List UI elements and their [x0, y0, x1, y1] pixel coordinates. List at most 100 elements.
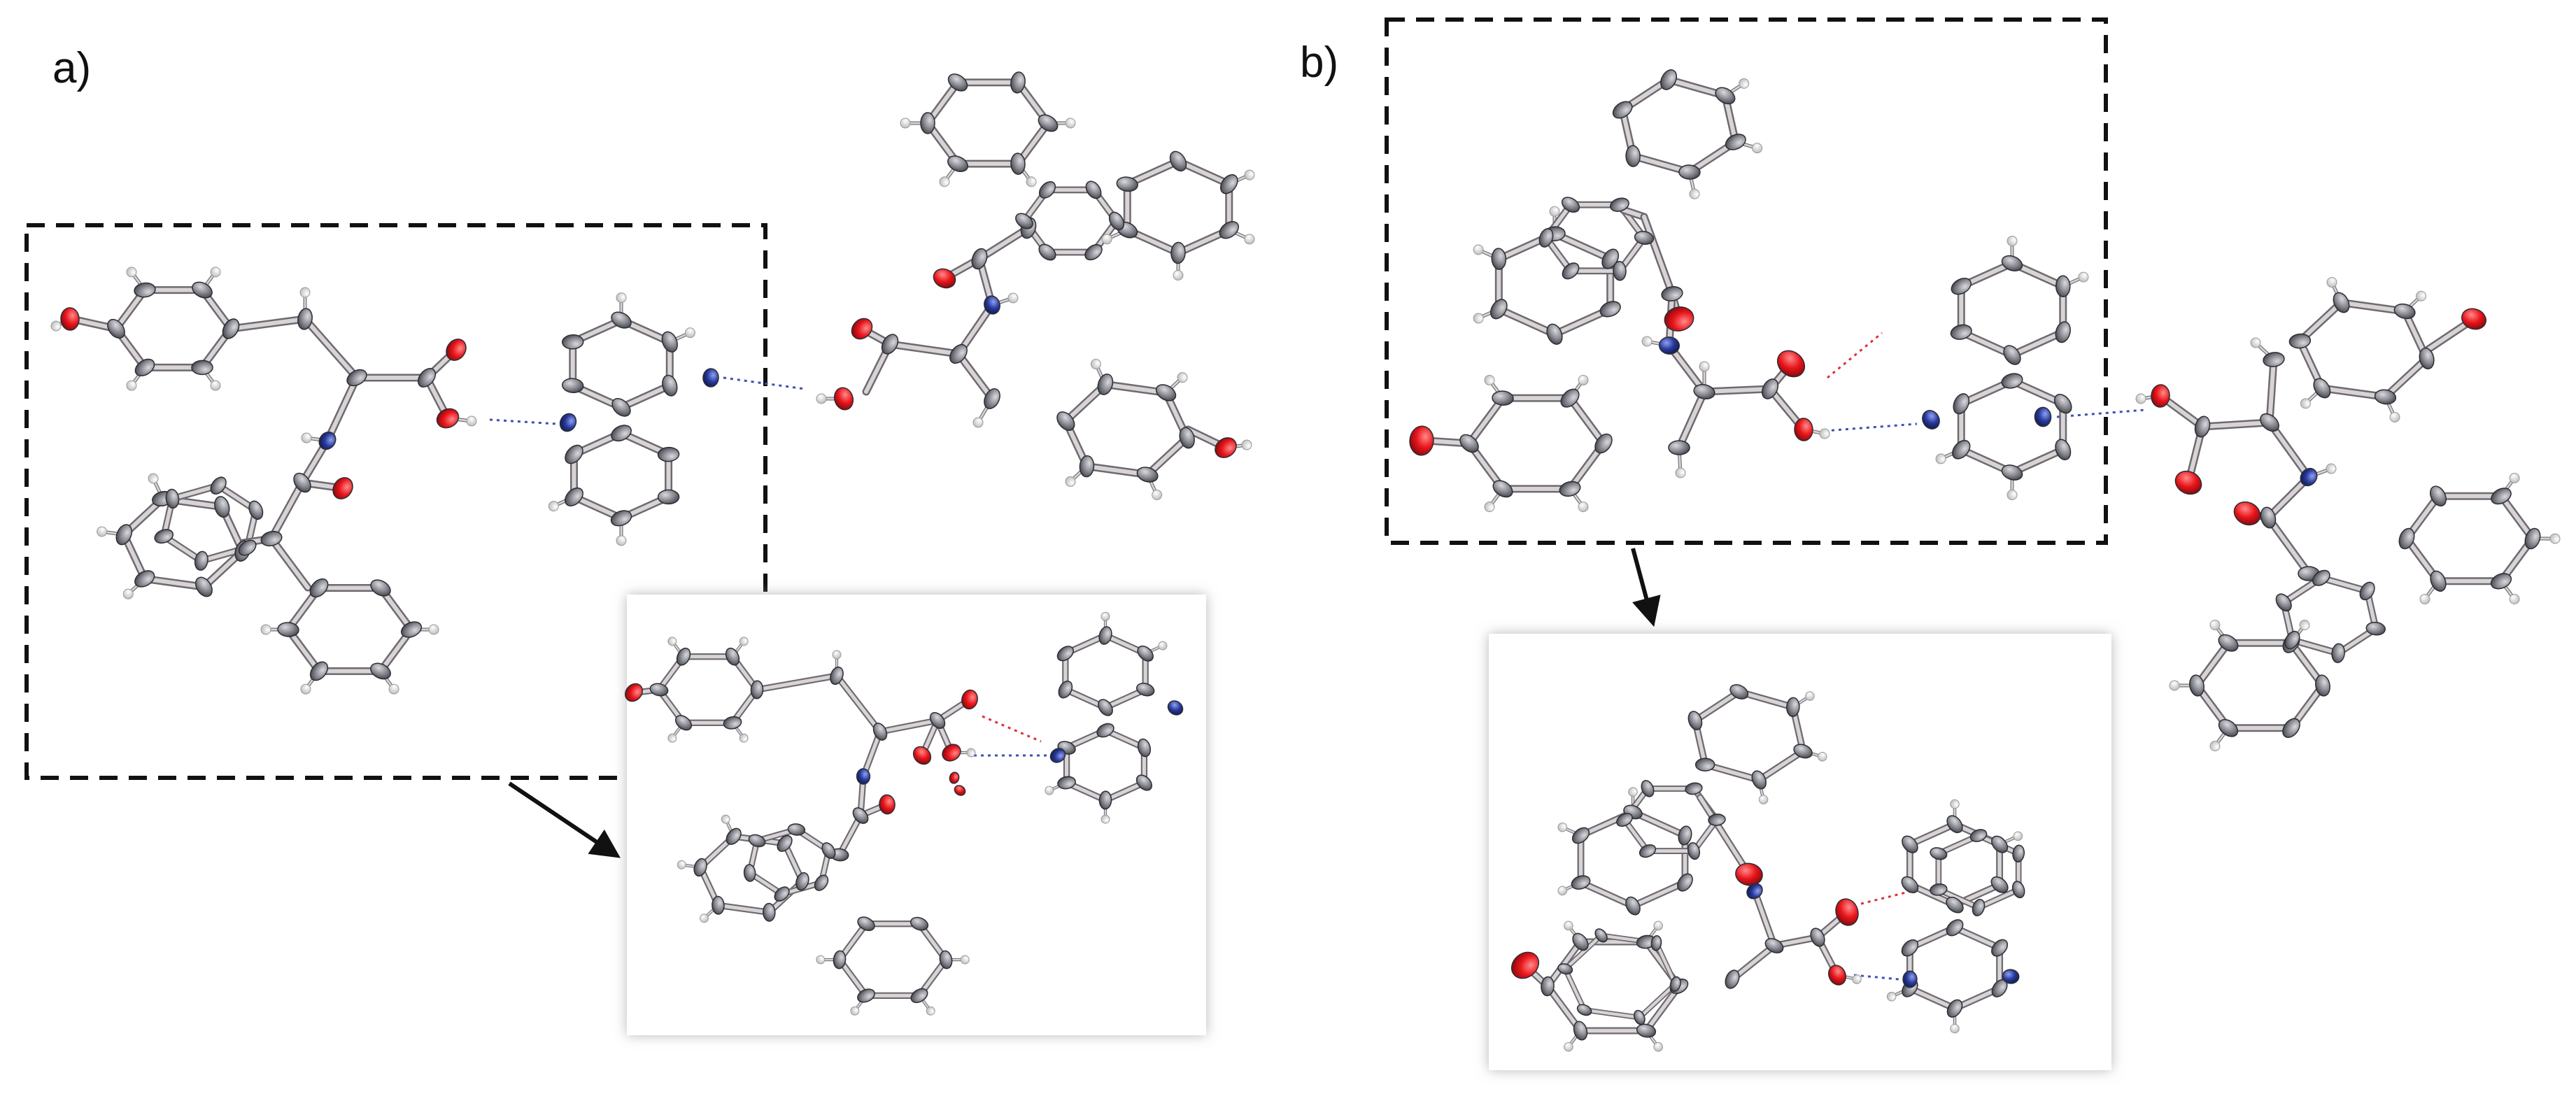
bond-highlight — [1655, 942, 1677, 986]
carbon-atom — [1010, 152, 1026, 175]
carbon-atom — [1559, 481, 1581, 497]
nitrogen-atom — [1746, 883, 1763, 900]
inset-boxes — [627, 595, 2111, 1070]
hydrogen-bond — [1824, 422, 1918, 432]
carbon-atom — [2003, 345, 2021, 365]
carbon-atom — [2055, 439, 2072, 460]
bond-highlight — [1622, 818, 1650, 853]
carbon-atom — [2053, 394, 2072, 414]
carbon-atom — [1560, 388, 1580, 408]
hydrogen-atom — [1557, 822, 1568, 832]
hydrogen-atom — [50, 320, 62, 332]
carbon-atom — [1098, 699, 1113, 716]
carbon-atom — [1541, 976, 1555, 997]
carbon-atom — [1079, 455, 1095, 478]
bond-highlight — [1644, 984, 1681, 1033]
carbon-atom — [610, 510, 632, 527]
nitrogen-atom — [318, 431, 337, 450]
hydrogen-atom — [210, 380, 221, 391]
carbon-atom — [910, 988, 928, 1003]
carbon-atom — [1594, 928, 1608, 943]
carbon-atom — [309, 661, 329, 681]
carbon-atom — [1572, 932, 1589, 951]
nitrogen-atom — [2034, 406, 2052, 427]
hydrogen-atom — [2419, 594, 2430, 605]
arrow-a — [508, 781, 621, 858]
carbon-atom — [1056, 646, 1074, 662]
hydrogen-atom — [299, 287, 311, 298]
carbon-atom — [2430, 570, 2447, 592]
nitrogen-atom — [2300, 467, 2318, 487]
carbon-atom — [297, 308, 313, 330]
hydrogen-atom — [1473, 313, 1484, 324]
carbon-atom — [277, 622, 299, 637]
carbon-atom — [1538, 228, 1554, 248]
bond-highlight — [142, 576, 206, 590]
covalent-bonds — [54, 76, 2557, 1049]
carbon-atom — [971, 248, 988, 270]
oxygen-atom — [1794, 418, 1813, 441]
nitrogen-atom — [1049, 748, 1066, 763]
hydrogen-atom — [1653, 921, 1663, 931]
carbon-atom — [814, 874, 829, 891]
carbon-atom — [657, 446, 680, 462]
oxygen-atom — [1215, 437, 1237, 458]
hydrogen-atom — [301, 432, 312, 443]
carbon-atom — [1613, 261, 1627, 281]
bond-highlight — [1631, 880, 1687, 908]
carbon-atom — [1096, 723, 1114, 738]
hydrogen-atom — [1484, 374, 1495, 385]
carbon-atom — [1677, 873, 1693, 892]
bond-highlight — [1976, 888, 2021, 909]
hydrogen-atom — [677, 860, 686, 869]
bond-highlight — [325, 376, 359, 443]
carbon-atom — [947, 155, 968, 172]
carbon-atom — [1137, 645, 1154, 662]
oxygen-atom — [332, 477, 353, 499]
carbon-atom — [2312, 569, 2330, 586]
hydrogen-atom — [1653, 1042, 1663, 1052]
carbon-atom — [565, 487, 583, 506]
bond-highlight — [2200, 420, 2272, 429]
carbon-atom — [649, 683, 669, 697]
hydrogen-bond — [1853, 974, 1899, 981]
carbon-atom — [2055, 321, 2071, 343]
hydrogen-atom — [1007, 292, 1019, 304]
carbon-atom — [2218, 634, 2239, 652]
carbon-atom — [1038, 243, 1056, 261]
nitrogen-atom — [984, 295, 1000, 315]
carbon-atom — [1952, 439, 1971, 460]
carbon-atom — [1116, 176, 1138, 192]
carbon-atom — [1751, 770, 1767, 790]
hydrogen-atom — [97, 526, 108, 537]
carbon-atom — [115, 524, 133, 546]
oxygen-atom — [60, 307, 80, 331]
oxygen-atom — [2151, 384, 2170, 408]
hydrogen-atom — [1852, 974, 1862, 984]
hydrogen-atom — [1950, 1023, 1960, 1034]
bond-highlight — [229, 317, 307, 331]
carbon-atom — [370, 579, 391, 597]
hydrogen-atom — [667, 637, 677, 646]
hydrogen-atom — [1065, 118, 1076, 129]
carbon-atom — [1793, 744, 1813, 759]
carbon-atom — [1459, 434, 1479, 453]
carbon-atom — [2001, 373, 2023, 389]
carbon-atom — [830, 666, 844, 686]
hydrogen-atom — [616, 535, 627, 546]
carbon-atom — [1685, 782, 1703, 795]
bond-highlight — [1583, 1008, 1641, 1019]
bond-highlight — [1103, 781, 1146, 802]
carbon-atom — [1557, 963, 1573, 975]
carbon-atom — [750, 680, 764, 699]
oxygen-atom — [436, 408, 460, 429]
carbon-atom — [1155, 384, 1177, 402]
carbon-atom — [565, 444, 583, 464]
carbon-atom — [107, 318, 125, 339]
hydrogen-atom — [832, 650, 842, 660]
hydrogen-atom — [2078, 271, 2089, 283]
hydrogen-atom — [2209, 619, 2221, 630]
bond-highlight — [2383, 356, 2429, 399]
nitrogen-atom — [1902, 970, 1918, 988]
